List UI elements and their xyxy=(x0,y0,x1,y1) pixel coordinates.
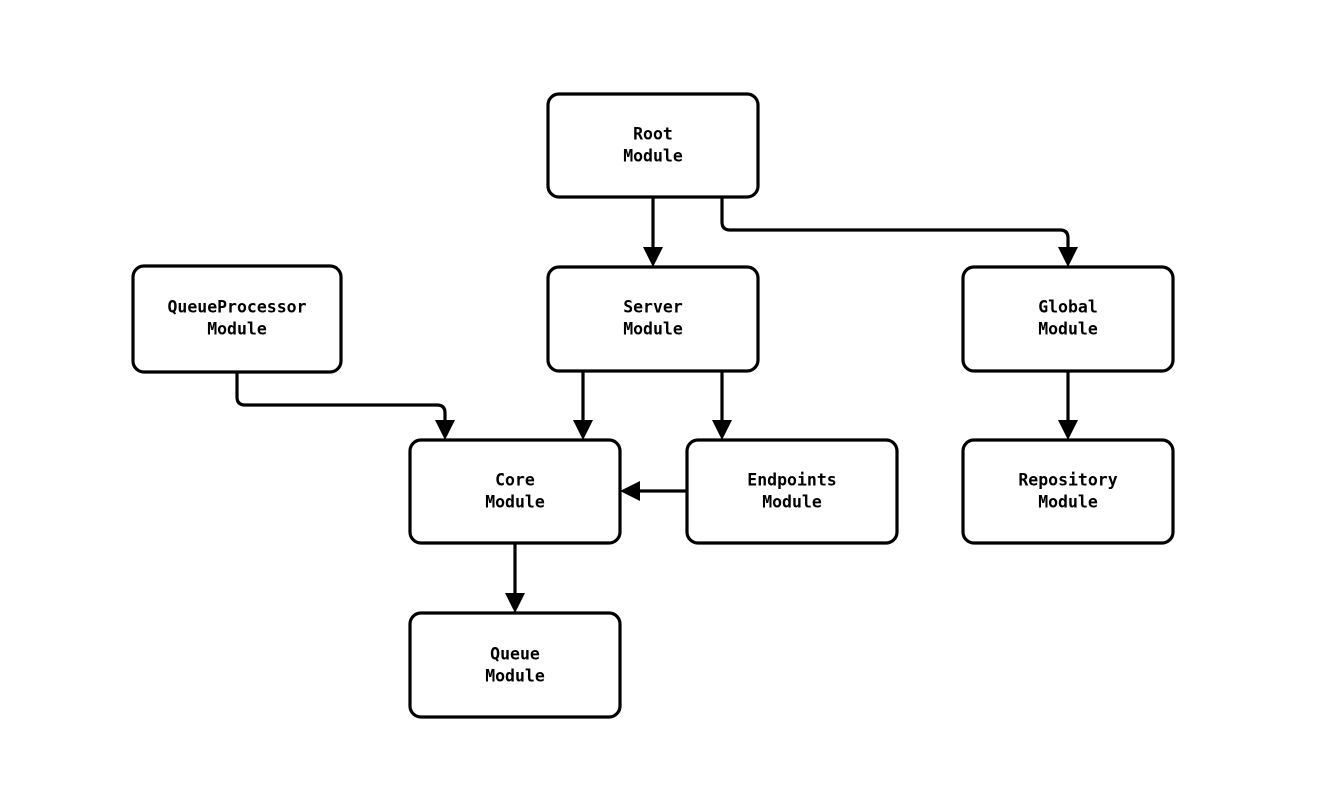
node-box[interactable] xyxy=(961,265,1175,373)
edge-server-to-core xyxy=(573,371,593,440)
edge-global-to-repository xyxy=(1058,371,1078,440)
node-label-line1: Endpoints xyxy=(747,471,836,490)
node-queue[interactable]: Queue Module xyxy=(408,611,622,719)
arrowhead-icon xyxy=(505,593,525,613)
edge-queueprocessor-to-core xyxy=(235,372,455,440)
arrowhead-icon xyxy=(435,420,455,440)
edge-line xyxy=(235,372,447,422)
node-box[interactable] xyxy=(685,438,899,545)
arrowhead-icon xyxy=(643,247,663,267)
node-box[interactable] xyxy=(546,92,760,199)
node-label-line2: Module xyxy=(485,667,545,686)
node-root[interactable]: Root Module xyxy=(546,92,760,199)
edge-endpoints-to-core xyxy=(620,481,687,501)
node-box[interactable] xyxy=(961,438,1175,545)
node-box[interactable] xyxy=(408,438,622,545)
node-label-line2: Module xyxy=(762,493,822,512)
node-label-line2: Module xyxy=(485,493,545,512)
arrowhead-icon xyxy=(1058,247,1078,267)
node-server[interactable]: Server Module xyxy=(546,265,760,373)
node-repository[interactable]: Repository Module xyxy=(961,438,1175,545)
node-label-line2: Module xyxy=(1038,320,1098,339)
node-label-line1: Server xyxy=(623,298,683,317)
node-label-line1: QueueProcessor xyxy=(167,298,306,317)
node-label-line2: Module xyxy=(207,320,267,339)
node-box[interactable] xyxy=(546,265,760,373)
node-label-line1: Global xyxy=(1038,298,1098,317)
arrowhead-icon xyxy=(620,481,640,501)
arrowhead-icon xyxy=(573,420,593,440)
node-global[interactable]: Global Module xyxy=(961,265,1175,373)
node-label-line2: Module xyxy=(623,320,683,339)
arrowhead-icon xyxy=(712,420,732,440)
node-box[interactable] xyxy=(131,264,343,374)
node-core[interactable]: Core Module xyxy=(408,438,622,545)
edge-root-to-global xyxy=(720,197,1078,267)
node-layer: Root Module QueueProcessor Module Server… xyxy=(131,92,1175,719)
arrowhead-icon xyxy=(1058,420,1078,440)
edge-core-to-queue xyxy=(505,543,525,613)
edge-root-to-server xyxy=(643,197,663,267)
node-box[interactable] xyxy=(408,611,622,719)
node-label-line1: Core xyxy=(495,471,535,490)
node-queueprocessor[interactable]: QueueProcessor Module xyxy=(131,264,343,374)
edge-server-to-endpoints xyxy=(712,371,732,440)
node-label-line1: Repository xyxy=(1018,471,1117,490)
node-label-line1: Queue xyxy=(490,645,540,664)
node-label-line2: Module xyxy=(623,147,683,166)
node-endpoints[interactable]: Endpoints Module xyxy=(685,438,899,545)
edge-layer xyxy=(235,197,1078,613)
edge-line xyxy=(720,197,1070,249)
node-label-line1: Root xyxy=(633,125,673,144)
node-label-line2: Module xyxy=(1038,493,1098,512)
